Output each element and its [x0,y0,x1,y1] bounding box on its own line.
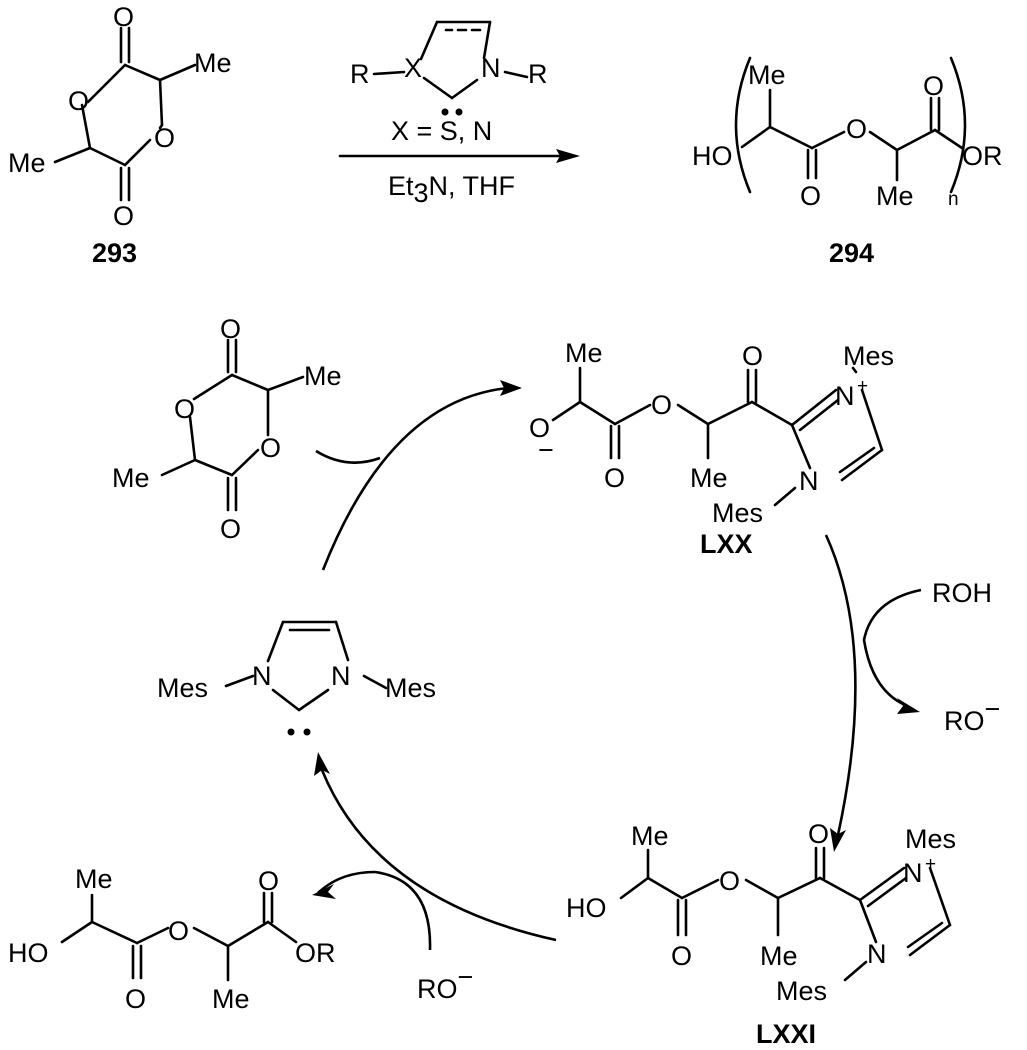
methyl-label: Me [75,864,113,894]
methyl-label: Me [212,984,250,1014]
reaction-condition: X = S, N [391,116,492,146]
mes-label: Mes [905,824,956,854]
cycle-arrow-right [824,534,922,852]
reaction-condition: Et3N, THF [388,171,515,208]
mes-label: Mes [385,673,436,703]
methyl-label: Me [748,60,786,90]
atom-o: O [808,819,829,849]
mes-label: Mes [843,341,894,371]
r-group-label: R [350,59,370,89]
intermediate-lxxi: Me HO O O O Me N + Mes N Mes LXXI [566,819,956,1049]
charge-plus: + [925,854,936,875]
compound-label: LXXI [756,1019,816,1049]
atom-o: O [113,201,134,231]
alkoxide-oxygen: O [529,413,550,443]
intermediate-lxx: Me O − O O O Me N + Mes N Mes LXX [529,338,894,559]
methyl-label: Me [304,361,342,391]
mes-label: Mes [157,673,208,703]
atom-o: O [260,433,281,463]
hydroxyl-label: HO [566,893,607,923]
atom-o: O [168,916,189,946]
charge-minus: − [538,435,554,465]
alkoxide-label: RO− [944,694,1000,736]
atom-o: O [174,394,195,424]
atom-n: N [799,466,819,496]
carbene-reagent: R X N R X = S, N [350,20,548,146]
methyl-label: Me [565,338,603,368]
atom-o: O [719,866,740,896]
compound-label: 294 [829,238,874,268]
polylactide-294: HO Me O O Me O OR n 294 [692,56,1003,268]
atom-n-plus: N [903,858,923,888]
mes-label: Mes [776,976,827,1006]
charge-plus: + [857,376,868,397]
alkoxide-label: RO− [417,962,473,1004]
atom-o: O [923,71,944,101]
atom-o: O [671,941,692,971]
mes-label: Mes [712,498,763,528]
methyl-label: Me [690,463,728,493]
hydroxyl-label: HO [692,141,733,171]
reaction-arrow [338,149,580,163]
hydroxyl-label: HO [8,938,49,968]
atom-o: O [651,390,672,420]
atom-o: O [258,866,279,896]
atom-o: O [113,2,134,32]
methyl-label: Me [8,148,46,178]
atom-o: O [800,181,821,211]
methyl-label: Me [112,463,150,493]
atom-o: O [220,514,241,544]
atom-o: O [220,314,241,344]
reagent-roh: ROH [932,578,992,608]
r-group-label: R [528,59,548,89]
atom-n-plus: N [835,381,855,411]
ester-or-label: OR [962,141,1003,171]
nhc-catalyst: Mes N N Mes [157,620,436,736]
methyl-label: Me [876,181,914,211]
atom-o: O [125,984,146,1014]
cycle-arrow-upper-left [315,380,522,571]
atom-o: O [604,463,625,493]
atom-o: O [846,114,867,144]
methyl-label: Me [631,821,669,851]
lactide-293: O O O O Me Me 293 [8,2,232,268]
methyl-label: Me [760,941,798,971]
methyl-label: Me [194,48,232,78]
compound-label: 293 [92,238,137,268]
lactate-ester-product: Me HO O O Me O OR [8,864,336,1014]
atom-o: O [68,86,89,116]
lactide-cycle: O O O O Me Me [112,314,342,544]
repeat-index: n [948,189,959,210]
compound-label: LXX [700,529,753,559]
atom-n: N [867,939,887,969]
ester-or-label: OR [295,938,336,968]
atom-o: O [742,341,763,371]
atom-o: O [154,123,175,153]
atom-n: N [252,661,272,691]
atom-x: X [404,53,422,83]
cycle-arrow-lower-left [312,752,557,951]
atom-n: N [331,661,351,691]
atom-n: N [481,53,501,83]
